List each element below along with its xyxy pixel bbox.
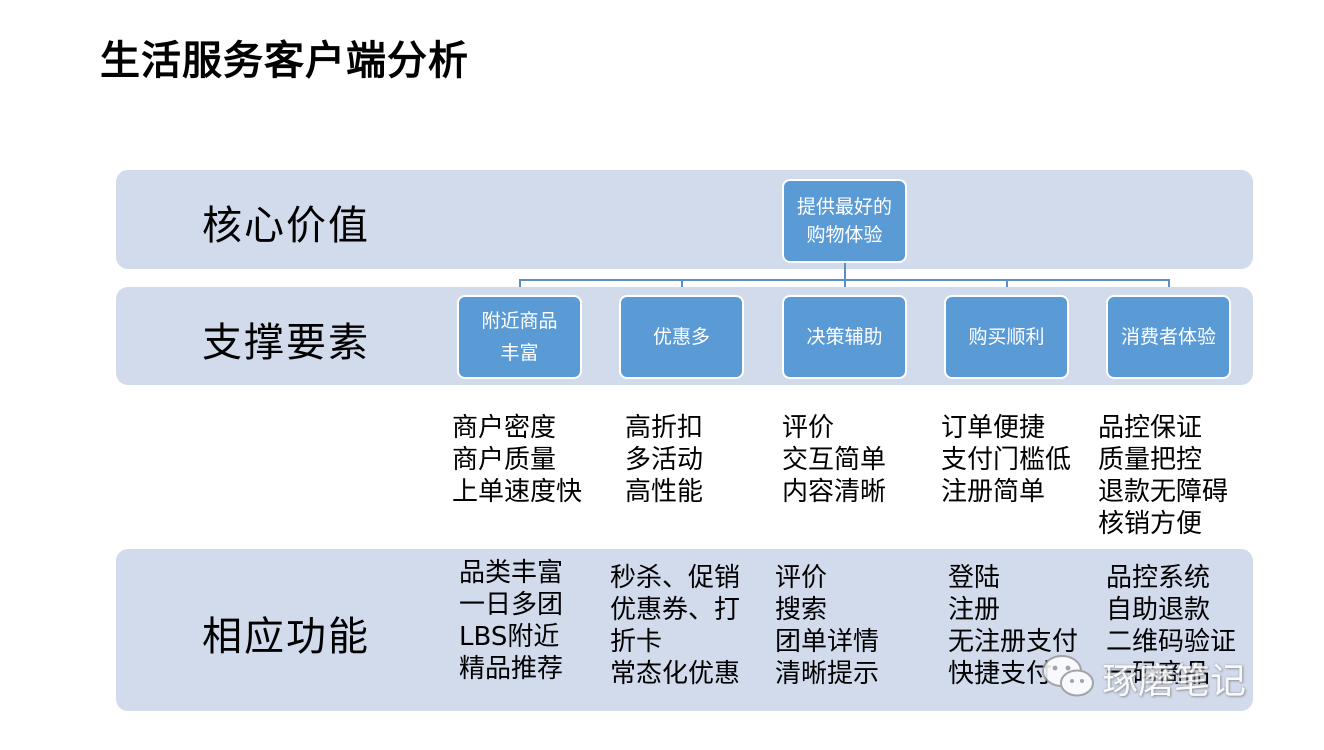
feature-item: 无注册支付 bbox=[948, 627, 1079, 657]
feature-list: 秒杀、促销 优惠券、打 折卡 常态化优惠 bbox=[610, 562, 740, 690]
feature-item: 快捷支付 bbox=[948, 659, 1053, 689]
support-label: 支撑要素 bbox=[202, 320, 370, 366]
feature-item: 品控系统 bbox=[1106, 563, 1211, 593]
feature-item: 秒杀、促销 bbox=[610, 563, 741, 593]
feature-item: 登陆 bbox=[948, 563, 1001, 593]
support-detail-list: 品控保证 质量把控 退款无障碍 核销方便 bbox=[1098, 412, 1228, 540]
feature-list: 登陆 注册 无注册支付 快捷支付 bbox=[948, 562, 1078, 690]
support-node-nearby: 附近商品 丰富 bbox=[457, 295, 582, 379]
detail-item: 核销方便 bbox=[1098, 509, 1203, 539]
core-value-label: 核心价值 bbox=[202, 203, 370, 249]
detail-item: 内容清晰 bbox=[782, 477, 887, 507]
feature-item: 折卡 bbox=[610, 627, 663, 657]
detail-item: 评价 bbox=[782, 413, 835, 443]
support-detail-list: 高折扣 多活动 高性能 bbox=[625, 412, 703, 508]
feature-item: 注册 bbox=[948, 595, 1001, 625]
features-label: 相应功能 bbox=[202, 614, 370, 660]
wechat-icon bbox=[1040, 653, 1096, 703]
feature-item: 一码商品 bbox=[1106, 659, 1211, 689]
core-value-node: 提供最好的 购物体验 bbox=[782, 179, 907, 263]
feature-item: 品类丰富 bbox=[459, 558, 564, 588]
feature-item: 清晰提示 bbox=[775, 659, 880, 689]
detail-item: 商户密度 bbox=[452, 413, 557, 443]
watermark-text: 琢磨笔记 bbox=[1102, 661, 1247, 702]
core-value-band bbox=[116, 170, 1253, 269]
detail-item: 支付门槛低 bbox=[941, 445, 1072, 475]
feature-item: 搜索 bbox=[775, 595, 828, 625]
support-node-discounts: 优惠多 bbox=[619, 295, 744, 379]
detail-item: 品控保证 bbox=[1098, 413, 1203, 443]
feature-item: LBS附近 bbox=[459, 622, 560, 652]
support-detail-list: 商户密度 商户质量 上单速度快 bbox=[452, 412, 582, 508]
feature-list: 品控系统 自助退款 二维码验证 一码商品 bbox=[1106, 562, 1236, 690]
detail-item: 质量把控 bbox=[1098, 445, 1203, 475]
feature-item: 优惠券、打 bbox=[610, 595, 741, 625]
feature-item: 精品推荐 bbox=[459, 654, 564, 684]
detail-item: 高性能 bbox=[625, 477, 704, 507]
detail-item: 订单便捷 bbox=[941, 413, 1046, 443]
support-detail-list: 订单便捷 支付门槛低 注册简单 bbox=[941, 412, 1071, 508]
detail-item: 高折扣 bbox=[625, 413, 704, 443]
detail-item: 多活动 bbox=[625, 445, 704, 475]
detail-item: 商户质量 bbox=[452, 445, 557, 475]
page-title: 生活服务客户端分析 bbox=[100, 38, 469, 84]
feature-list: 评价 搜索 团单详情 清晰提示 bbox=[775, 562, 879, 690]
feature-item: 一日多团 bbox=[459, 590, 564, 620]
feature-item: 二维码验证 bbox=[1106, 627, 1237, 657]
feature-item: 团单详情 bbox=[775, 627, 880, 657]
support-node-decision: 决策辅助 bbox=[782, 295, 907, 379]
support-node-experience: 消费者体验 bbox=[1106, 295, 1231, 379]
support-detail-list: 评价 交互简单 内容清晰 bbox=[782, 412, 886, 508]
feature-list: 品类丰富 一日多团 LBS附近 精品推荐 bbox=[459, 557, 563, 685]
detail-item: 交互简单 bbox=[782, 445, 887, 475]
detail-item: 注册简单 bbox=[941, 477, 1046, 507]
support-node-purchase: 购买顺利 bbox=[944, 295, 1069, 379]
detail-item: 上单速度快 bbox=[452, 477, 583, 507]
feature-item: 评价 bbox=[775, 563, 828, 593]
detail-item: 退款无障碍 bbox=[1098, 477, 1229, 507]
feature-item: 常态化优惠 bbox=[610, 659, 741, 689]
connector-bus bbox=[519, 279, 1169, 281]
feature-item: 自助退款 bbox=[1106, 595, 1211, 625]
watermark: 琢磨笔记 bbox=[1040, 652, 1246, 704]
